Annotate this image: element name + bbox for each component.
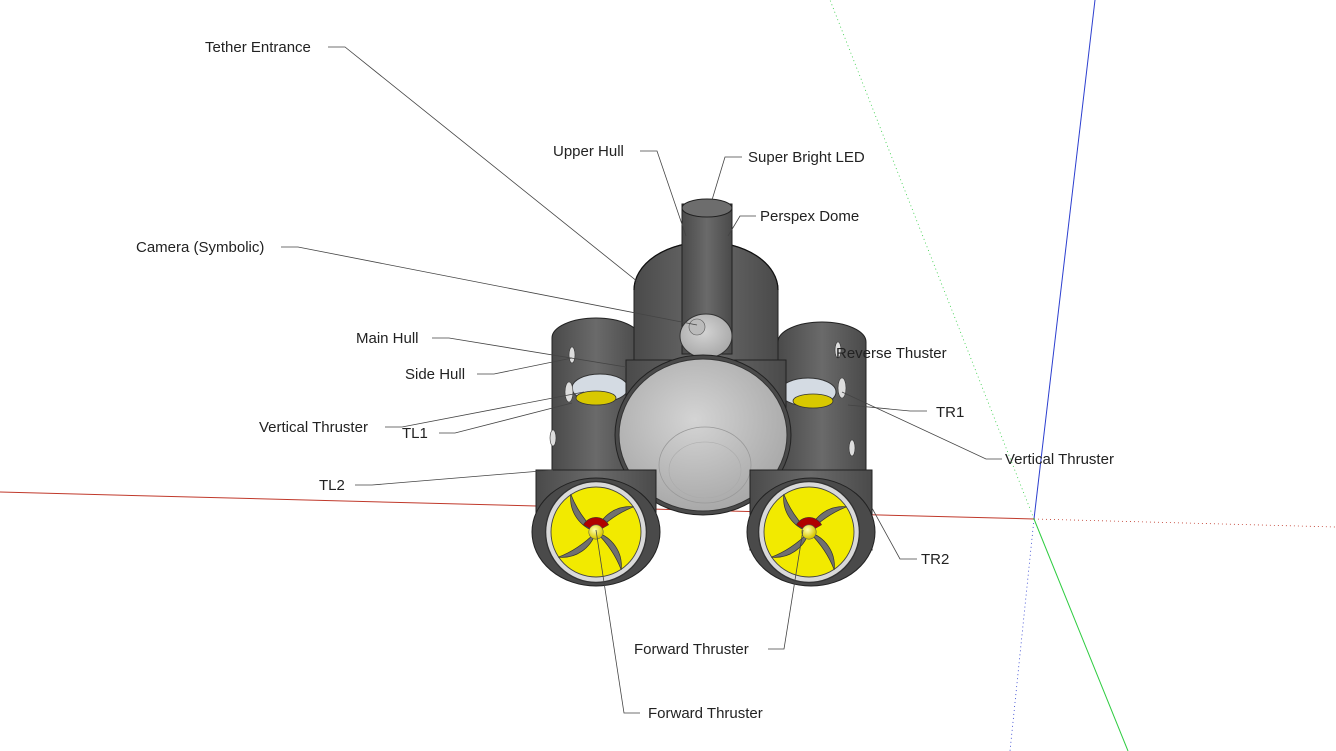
green-axis: [1033, 518, 1129, 751]
label-side-hull: Side Hull: [405, 366, 465, 383]
callout-labels: Tether Entrance Upper Hull Super Bright …: [136, 39, 1114, 722]
label-perspex-dome: Perspex Dome: [760, 208, 859, 225]
label-main-hull: Main Hull: [356, 330, 419, 347]
leader-lines: [281, 46, 1002, 714]
label-tr2: TR2: [921, 551, 949, 568]
rov-model[interactable]: [531, 198, 876, 587]
red-axis-dotted: [1033, 518, 1336, 528]
label-super-bright-led: Super Bright LED: [748, 149, 865, 166]
label-tr1: TR1: [936, 404, 964, 421]
main-hull-dome: [614, 354, 792, 516]
label-camera-symbolic: Camera (Symbolic): [136, 239, 264, 256]
label-vertical-thruster-right: Vertical Thruster: [1005, 451, 1114, 468]
label-forward-thruster-left: Forward Thruster: [648, 705, 763, 722]
label-tether-entrance: Tether Entrance: [205, 39, 311, 56]
green-axis-dotted: [829, 0, 1035, 520]
label-vertical-thruster-left: Vertical Thruster: [259, 419, 368, 436]
led-tube: [679, 198, 733, 359]
label-tl1: TL1: [402, 425, 428, 442]
label-tl2: TL2: [319, 477, 345, 494]
red-axis: [0, 491, 1035, 520]
left-forward-thruster: [531, 469, 661, 587]
label-forward-thruster-right: Forward Thruster: [634, 641, 749, 658]
label-reverse-thruster: Reverse Thuster: [836, 345, 947, 362]
right-forward-thruster: [746, 469, 876, 587]
label-upper-hull: Upper Hull: [553, 143, 624, 160]
blue-axis-dotted: [1009, 518, 1035, 751]
blue-axis: [1033, 0, 1096, 520]
